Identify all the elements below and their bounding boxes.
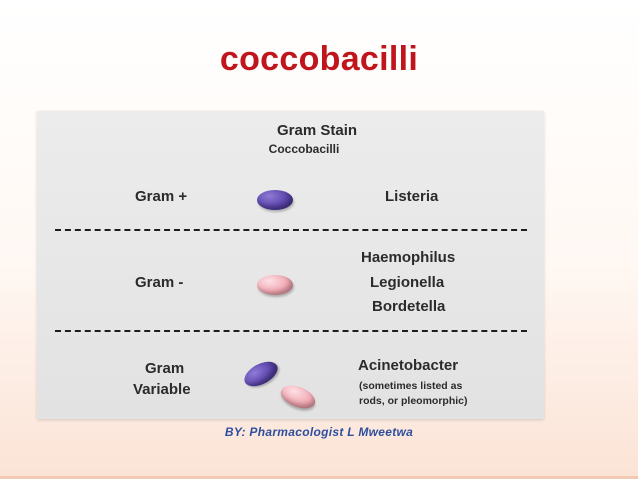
organism-legionella: Legionella: [370, 274, 445, 291]
author-credit: BY: Pharmacologist L Mweetwa: [224, 425, 414, 439]
organism-bordetella: Bordetella: [372, 298, 446, 315]
bottom-rule: [0, 476, 638, 479]
row-label-gram-positive: Gram +: [135, 188, 188, 205]
acinetobacter-note-line2: rods, or pleomorphic): [359, 395, 468, 407]
gram-positive-cell-icon: [257, 190, 293, 210]
acinetobacter-note-line1: (sometimes listed as: [359, 380, 463, 392]
row-label-gram-negative: Gram -: [135, 274, 184, 291]
figure-subheading: Coccobacilli: [268, 142, 340, 156]
organism-haemophilus: Haemophilus: [361, 249, 456, 266]
organism-acinetobacter: Acinetobacter: [358, 357, 459, 374]
top-rule: [0, 0, 638, 5]
gram-negative-cell-icon: [257, 275, 293, 295]
row-label-gram-variable-line2: Variable: [133, 381, 191, 398]
slide-title: coccobacilli: [219, 40, 419, 78]
gram-variable-pink-cell-icon: [277, 380, 319, 414]
row-divider: [55, 229, 527, 231]
organism-listeria: Listeria: [385, 188, 439, 205]
figure-heading: Gram Stain: [277, 122, 358, 139]
gram-variable-purple-cell-icon: [240, 356, 282, 392]
gram-stain-figure: Gram Stain Coccobacilli Gram + Listeria …: [37, 111, 544, 419]
row-divider: [55, 330, 527, 332]
row-label-gram-variable-line1: Gram: [145, 360, 185, 377]
